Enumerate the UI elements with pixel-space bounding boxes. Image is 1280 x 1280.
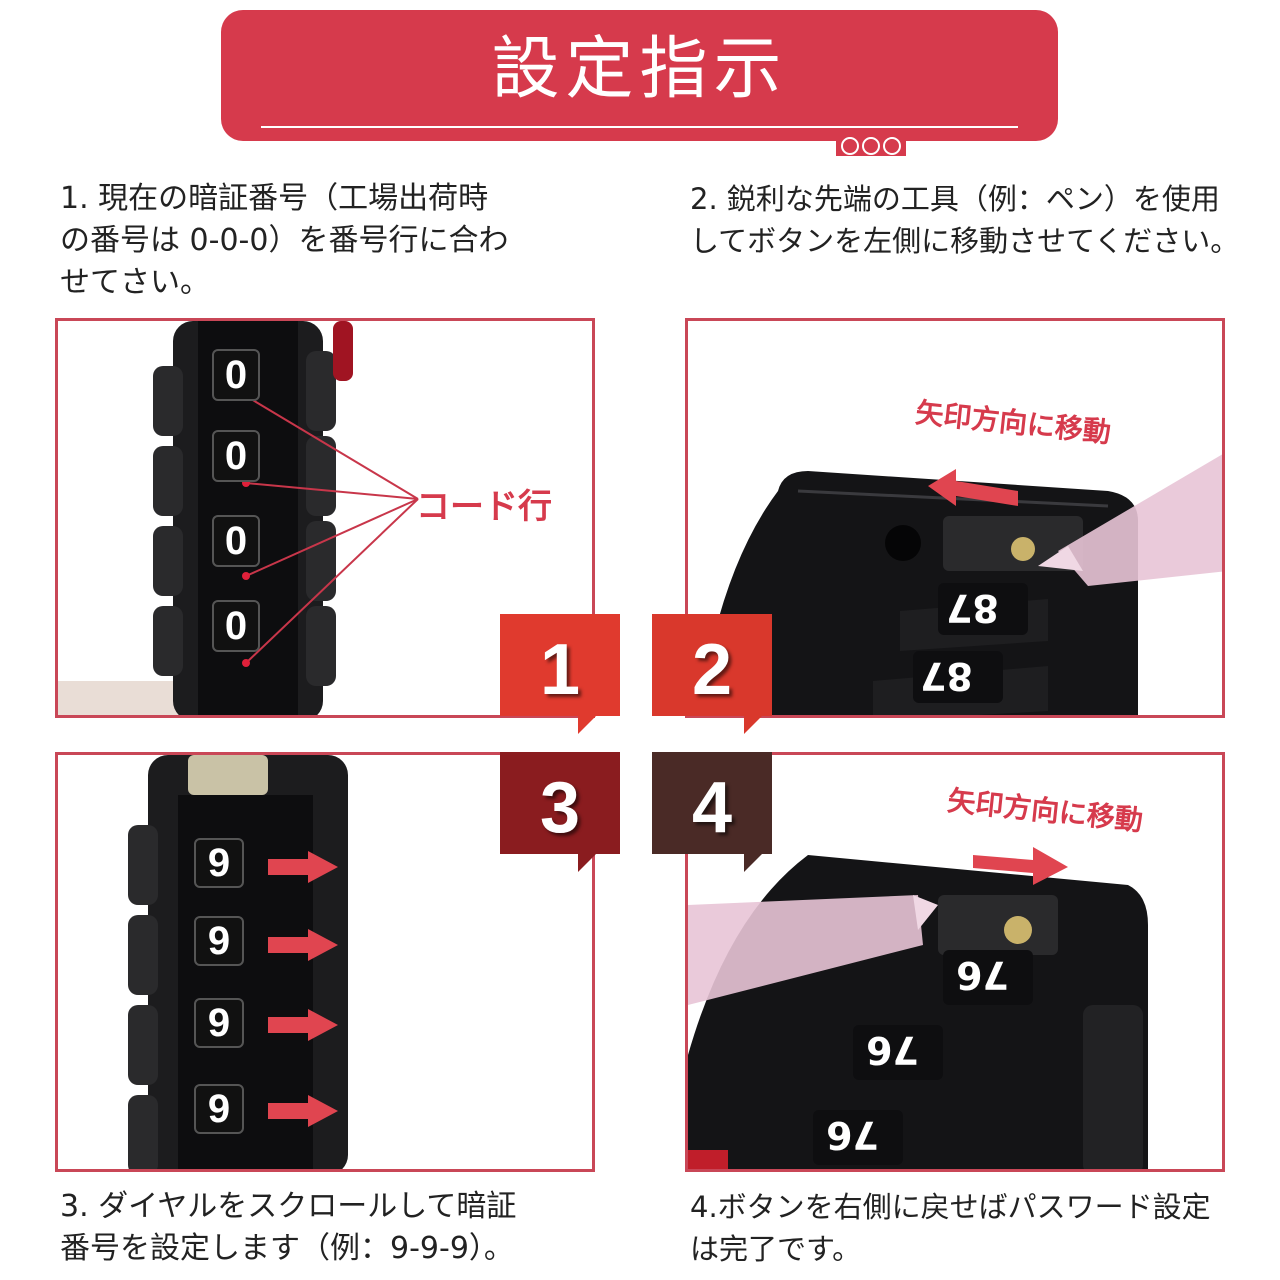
lock-top-illustration-left [698, 454, 1222, 715]
badge-4-shape [652, 752, 772, 872]
dial-digit: 8 [946, 654, 973, 698]
dial-digit: 7 [946, 586, 973, 630]
badge-3-shape [500, 752, 620, 872]
step-badge-4: 4 [652, 752, 772, 872]
panel-step-4: 矢印方向に移動 76 76 76 [685, 752, 1225, 1172]
step-4-text: 4.ボタンを右側に戻せばパスワード設定 は完了です。 [690, 1190, 1211, 1266]
step-1-text: 1. 現在の暗証番号（工場出荷時 の番号は 0-0-0）を番号行に合わ せてさい… [60, 181, 509, 300]
step-badge-2: 2 [652, 614, 772, 734]
code-digit: 9 [194, 916, 244, 966]
code-digit: 9 [194, 838, 244, 888]
step-badge-1: 1 [500, 614, 620, 734]
banner-divider [261, 126, 1018, 128]
code-digit: 9 [194, 998, 244, 1048]
step-number: 2 [691, 630, 733, 710]
page-title: 設定指示 [491, 30, 788, 109]
step-number: 3 [539, 768, 581, 848]
lock-top-illustration-right [688, 847, 1148, 1169]
dial-digit: 8 [972, 586, 999, 630]
dial-digit: 7 [852, 1113, 879, 1157]
title-banner: 設定指示 [221, 10, 1058, 156]
dial-digits-row-3: 76 [826, 1113, 879, 1157]
dial-digit: 6 [826, 1113, 853, 1157]
dial-digit: 7 [982, 953, 1009, 997]
dial-digit: 6 [956, 953, 983, 997]
step-badge-3: 3 [500, 752, 620, 872]
dial-digits-row-1: 87 [946, 586, 999, 630]
badge-1-shape [500, 614, 620, 734]
step-number: 1 [539, 630, 581, 710]
step-number: 4 [691, 768, 733, 848]
step-3-text: 3. ダイヤルをスクロールして暗証 番号を設定します（例：9-9-9）。 [60, 1189, 517, 1266]
dial-digit: 7 [892, 1028, 919, 1072]
badge-2-shape [652, 614, 772, 734]
code-row-label: コード行 [416, 487, 552, 527]
code-digit: 0 [212, 515, 260, 567]
panel-step-2: 矢印方向に移動 87 87 [685, 318, 1225, 718]
code-digit: 0 [212, 430, 260, 482]
code-digit: 0 [212, 600, 260, 652]
dial-digits-row-2: 87 [920, 654, 973, 698]
code-digit: 0 [212, 349, 260, 401]
banner-dots-ornament [836, 136, 906, 156]
dial-digit: 7 [920, 654, 947, 698]
dial-digits-row-2: 76 [866, 1028, 919, 1072]
step-2-text: 2. 鋭利な先端の工具（例：ペン）を使用 してボタンを左側に移動させてください。 [690, 182, 1240, 258]
dial-digit: 6 [866, 1028, 893, 1072]
dial-digits-row-1: 76 [956, 953, 1009, 997]
code-digit: 9 [194, 1084, 244, 1134]
